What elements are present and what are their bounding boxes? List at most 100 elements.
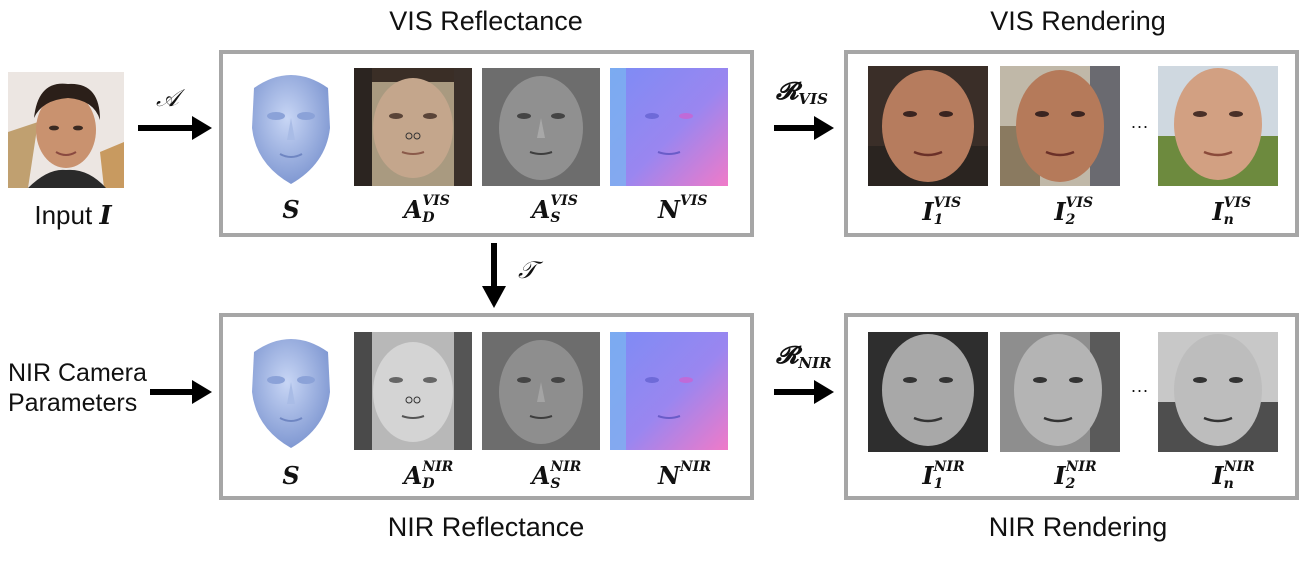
- nir-In-main: I: [1212, 461, 1224, 490]
- operator-R-vis: 𝓡VIS: [776, 76, 828, 108]
- nir-render-2: [1000, 332, 1120, 452]
- vis-I1-sub: 1: [933, 212, 944, 228]
- operator-T: 𝒯: [518, 256, 537, 284]
- vis-I2-sub: 2: [1065, 212, 1076, 228]
- vis-shape-mesh: [252, 75, 330, 184]
- vis-In-sub: n: [1223, 212, 1234, 228]
- arrow-vis-render: [774, 116, 834, 140]
- nir-I2-sub: 2: [1065, 476, 1076, 492]
- vis-N-sup: VIS: [679, 193, 708, 209]
- vis-render-dots: ...: [1131, 112, 1150, 132]
- nir-I1-sup: NIR: [933, 459, 965, 475]
- vis-I2-main: I: [1054, 197, 1066, 226]
- vis-normal-map: [610, 68, 728, 186]
- nir-specular-albedo-map: [482, 332, 600, 450]
- vis-AD-sup: VIS: [422, 193, 450, 209]
- vis-AS-sup: VIS: [550, 193, 578, 209]
- vis-AS-main: A: [531, 195, 551, 224]
- nir-N-sup: NIR: [679, 459, 711, 475]
- nir-camera-label: NIR Camera Parameters: [8, 358, 158, 418]
- nir-In-sup: NIR: [1223, 459, 1255, 475]
- vis-AD-main: A: [403, 195, 423, 224]
- nir-In-sub: n: [1223, 476, 1234, 492]
- operator-R-nir-sub: NIR: [798, 354, 832, 372]
- vis-render-2: [1000, 66, 1120, 186]
- nir-shape-mesh: [252, 339, 330, 448]
- nir-AD-sub: D: [422, 476, 435, 492]
- nir-rendering-title: NIR Rendering: [988, 512, 1168, 542]
- nir-reflectance-title: NIR Reflectance: [387, 512, 585, 542]
- vis-render-n: [1158, 66, 1278, 186]
- nir-AD-sup: NIR: [422, 459, 454, 475]
- vis-N-main: N: [658, 195, 680, 224]
- nir-camera-line1: NIR Camera: [8, 359, 147, 387]
- nir-render-1: [868, 332, 988, 452]
- operator-R-vis-main: 𝓡: [776, 76, 799, 105]
- nir-diffuse-albedo-map: [354, 332, 472, 450]
- operator-R-nir: 𝓡NIR: [776, 340, 832, 372]
- vis-rendering-title: VIS Rendering: [990, 6, 1166, 36]
- nir-render-dots: ...: [1131, 376, 1150, 396]
- operator-R-nir-main: 𝓡: [776, 340, 799, 369]
- nir-N-main: N: [658, 461, 680, 490]
- vis-I2-sup: VIS: [1065, 195, 1094, 211]
- vis-I1-sup: VIS: [933, 195, 962, 211]
- vis-reflectance-title: VIS Reflectance: [389, 6, 583, 36]
- nir-AS-sub: S: [550, 476, 561, 492]
- input-label-text: Input: [34, 200, 93, 230]
- vis-render-1: [868, 66, 988, 186]
- vis-I1-main: I: [922, 197, 934, 226]
- nir-label-S: S: [282, 461, 300, 490]
- vis-specular-albedo-map: [482, 68, 600, 186]
- vis-diffuse-albedo-map: [354, 68, 472, 186]
- input-label-symbol: I: [99, 201, 112, 231]
- nir-render-n: [1158, 332, 1278, 452]
- input-face-photo: [8, 72, 124, 188]
- nir-AD-main: A: [403, 461, 423, 490]
- nir-I1-sub: 1: [933, 476, 944, 492]
- nir-AS-main: A: [531, 461, 551, 490]
- operator-R-vis-sub: VIS: [798, 90, 828, 108]
- nir-camera-line2: Parameters: [8, 389, 138, 417]
- vis-In-sup: VIS: [1223, 195, 1252, 211]
- vis-label-S: S: [282, 195, 300, 224]
- nir-AS-sup: NIR: [550, 459, 582, 475]
- vis-In-main: I: [1212, 197, 1224, 226]
- nir-normal-map: [610, 332, 728, 450]
- arrow-nir-camera-to-nir: [150, 380, 212, 404]
- nir-I1-main: I: [922, 461, 934, 490]
- arrow-vis-to-nir-reflectance: [482, 243, 506, 308]
- operator-A: 𝒜: [156, 84, 179, 112]
- nir-I2-main: I: [1054, 461, 1066, 490]
- nir-I2-sup: NIR: [1065, 459, 1097, 475]
- vis-AS-sub: S: [550, 210, 561, 226]
- input-label: Input I: [18, 200, 128, 232]
- arrow-input-to-vis: [138, 116, 212, 140]
- vis-AD-sub: D: [422, 210, 435, 226]
